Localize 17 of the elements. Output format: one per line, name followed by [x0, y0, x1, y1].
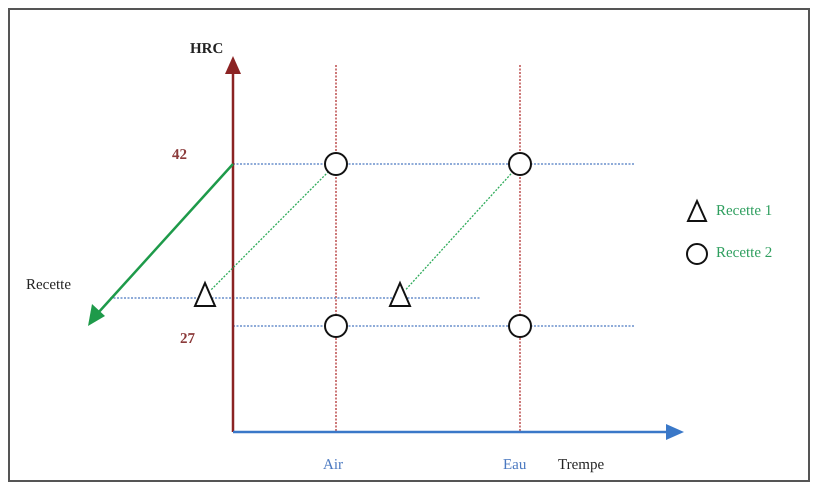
tick-label: 27 [180, 330, 195, 348]
axis-label: Recette [26, 276, 71, 294]
legend-label: Recette 1 [716, 202, 772, 220]
circle-marker [324, 152, 348, 176]
legend-label: Recette 2 [716, 244, 772, 262]
triangle-marker [388, 280, 412, 307]
triangle-marker [193, 280, 217, 307]
tick-label: 42 [172, 146, 187, 164]
axis-label: Trempe [558, 456, 604, 474]
dotted-line [210, 171, 329, 290]
circle-marker [508, 314, 532, 338]
circle-marker [508, 152, 532, 176]
tick-label: Air [323, 456, 343, 474]
dotted-line [406, 172, 514, 290]
circle-marker [324, 314, 348, 338]
axis-label: HRC [190, 40, 224, 58]
tick-label: Eau [503, 456, 526, 474]
